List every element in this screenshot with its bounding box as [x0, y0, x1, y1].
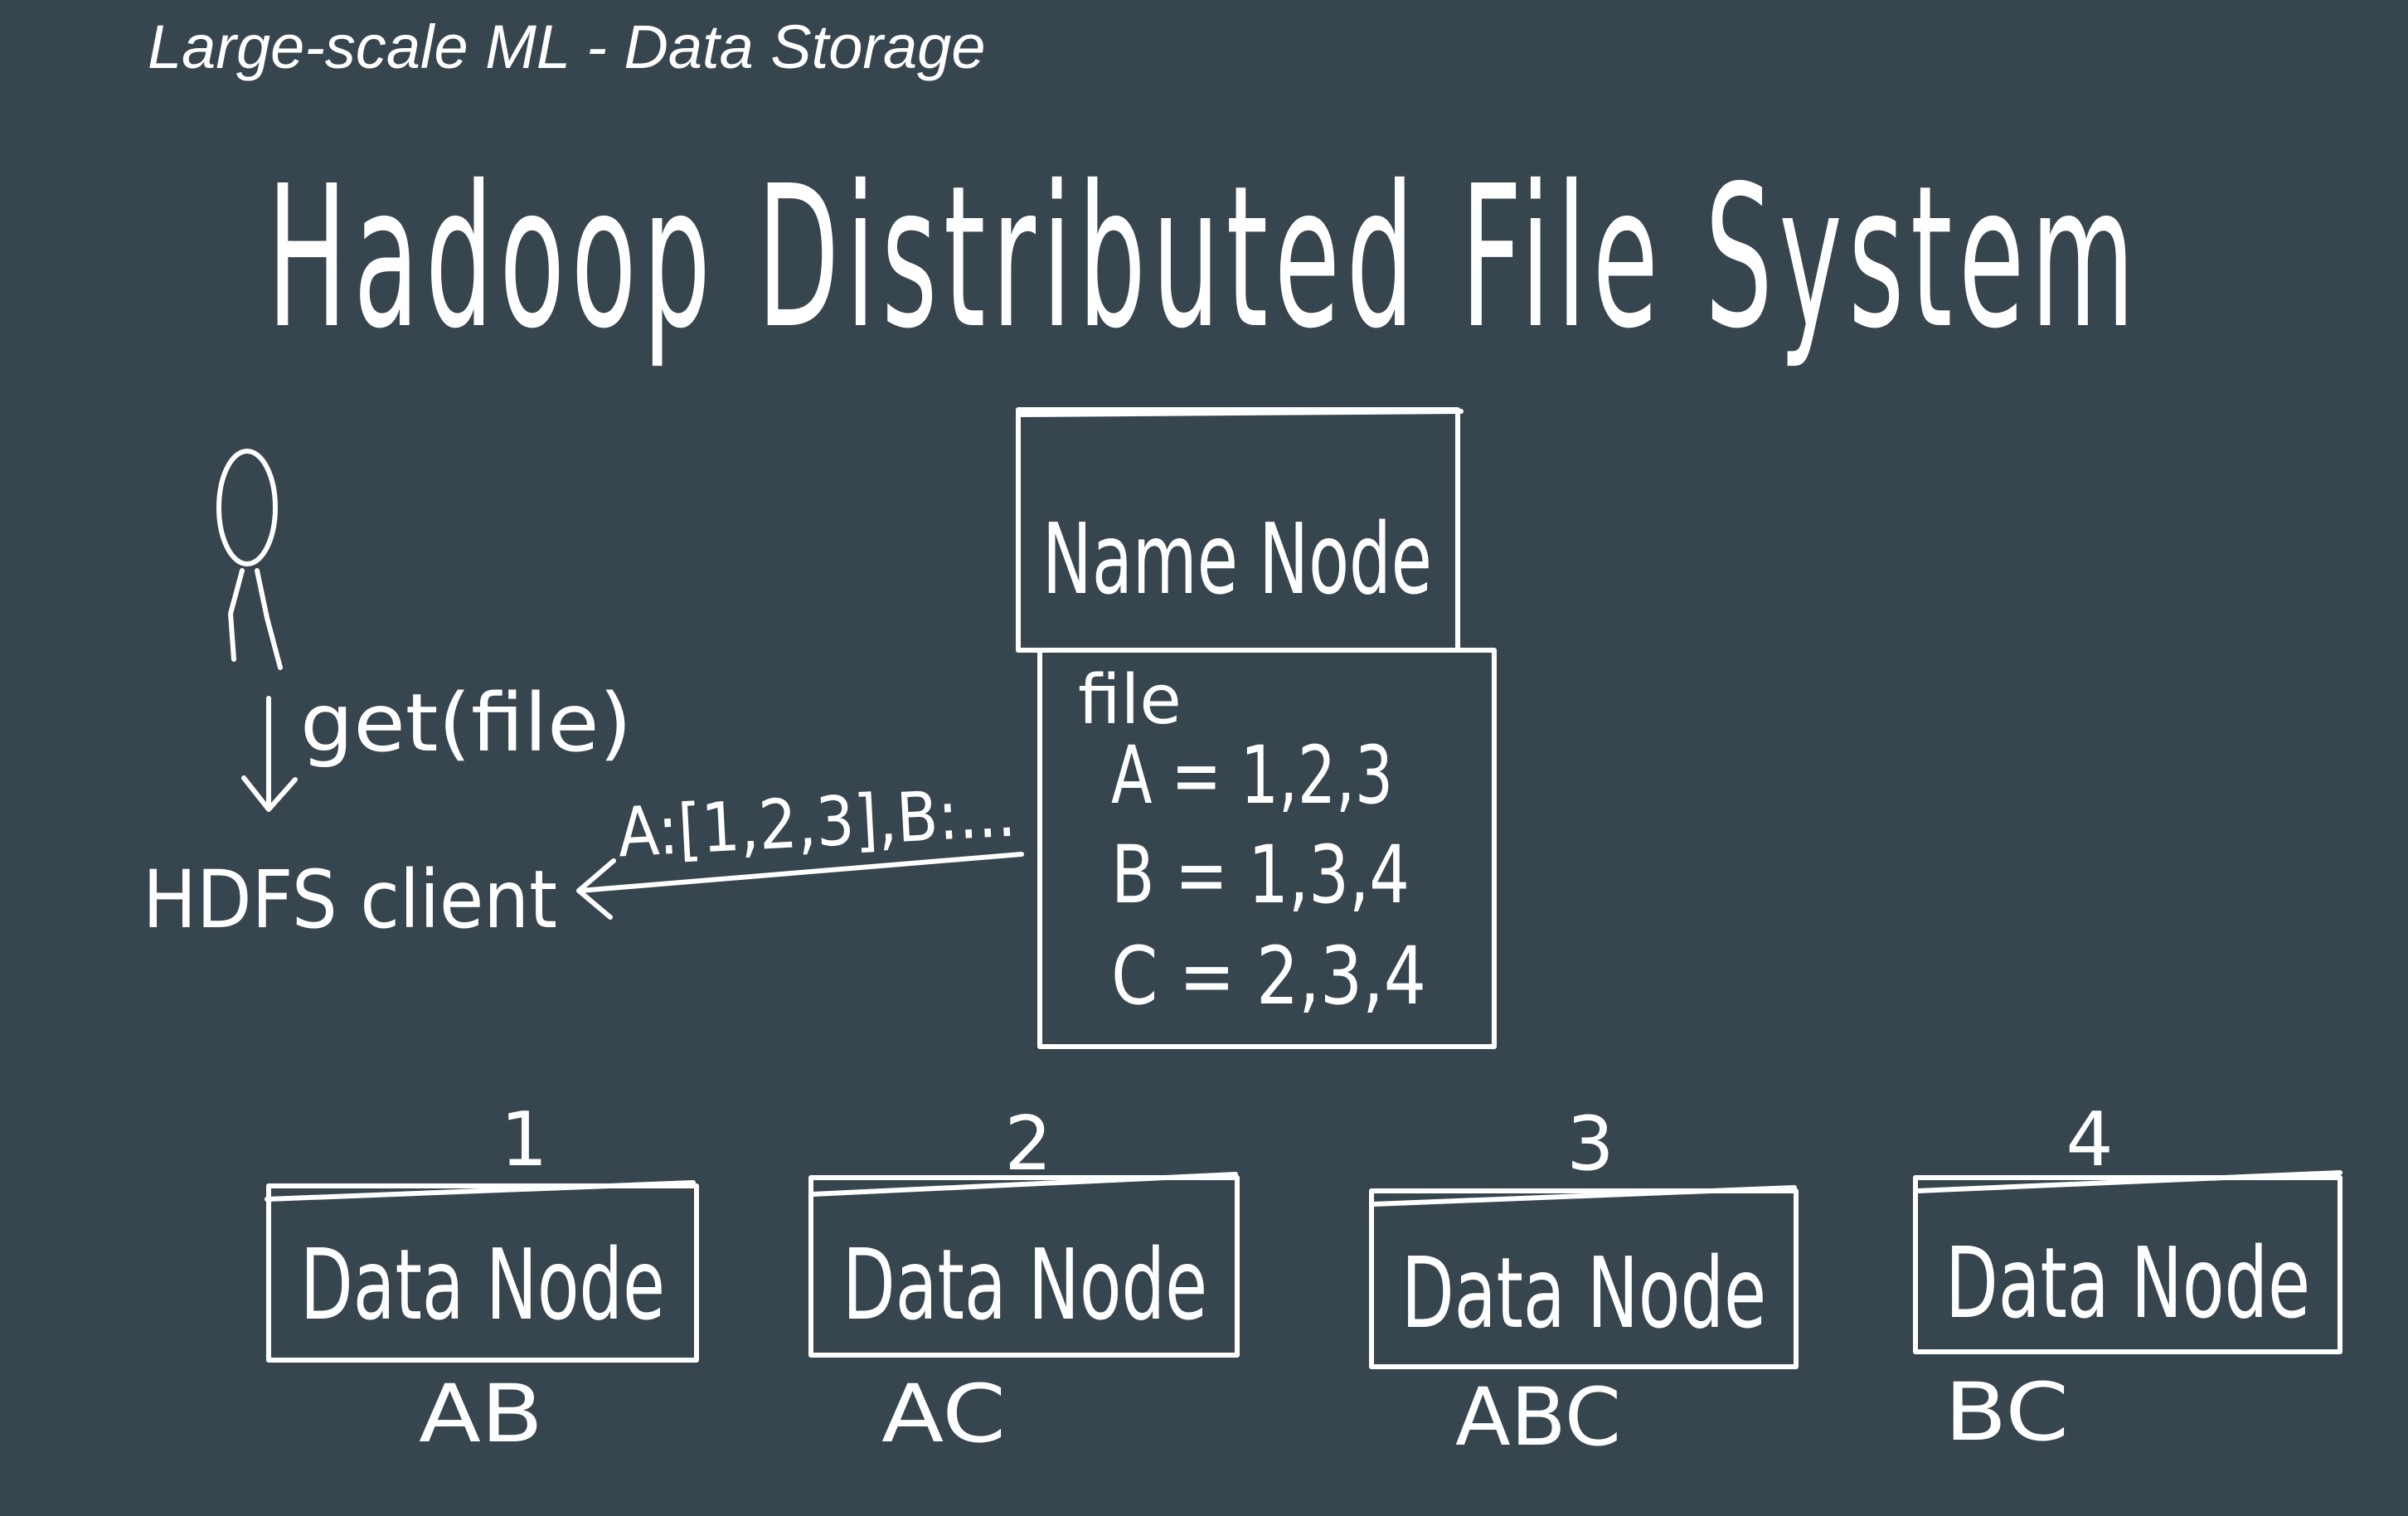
- user-figure-icon: [216, 449, 283, 670]
- diagram-heading: Hadoop Distributed File System: [267, 143, 2141, 372]
- data-node-label: Data Node: [842, 1227, 1207, 1342]
- block-map-b: B = 1,3,4: [1111, 828, 1410, 921]
- data-node-1: 1 Data Node AB: [265, 1096, 699, 1460]
- data-node-label: Data Node: [1401, 1236, 1766, 1350]
- data-node-blocks: AB: [419, 1368, 543, 1460]
- data-node-blocks: ABC: [1455, 1371, 1621, 1464]
- data-node-blocks: BC: [1944, 1366, 2069, 1459]
- data-node-number: 3: [1566, 1101, 1614, 1188]
- response-arrow: [576, 852, 1024, 920]
- data-node-number: 2: [1004, 1101, 1051, 1188]
- metadata-header: file: [1078, 661, 1182, 740]
- data-node-number: 4: [2066, 1096, 2113, 1183]
- data-node-number: 1: [500, 1096, 547, 1183]
- name-node: Name Node: [1016, 407, 1464, 653]
- data-node-2: 2 Data Node AC: [808, 1101, 1240, 1460]
- data-node-label: Data Node: [300, 1227, 665, 1342]
- name-node-label: Name Node: [1042, 502, 1432, 616]
- block-map-c: C = 2,3,4: [1111, 930, 1426, 1023]
- request-label: get(file): [300, 677, 632, 770]
- hdfs-client-label: HDFS client: [143, 853, 557, 946]
- data-node-blocks: AC: [881, 1368, 1006, 1460]
- block-map-a: A = 1,2,3: [1111, 729, 1393, 822]
- data-node-3: 3 Data Node ABC: [1369, 1101, 1799, 1464]
- request-arrow: [241, 696, 298, 812]
- data-node-label: Data Node: [1945, 1226, 2310, 1340]
- slide-title: Large-scale ML - Data Storage: [148, 12, 986, 81]
- name-node-metadata: file A = 1,2,3 B = 1,3,4 C = 2,3,4: [1037, 648, 1497, 1049]
- data-node-4: 4 Data Node BC: [1913, 1096, 2342, 1459]
